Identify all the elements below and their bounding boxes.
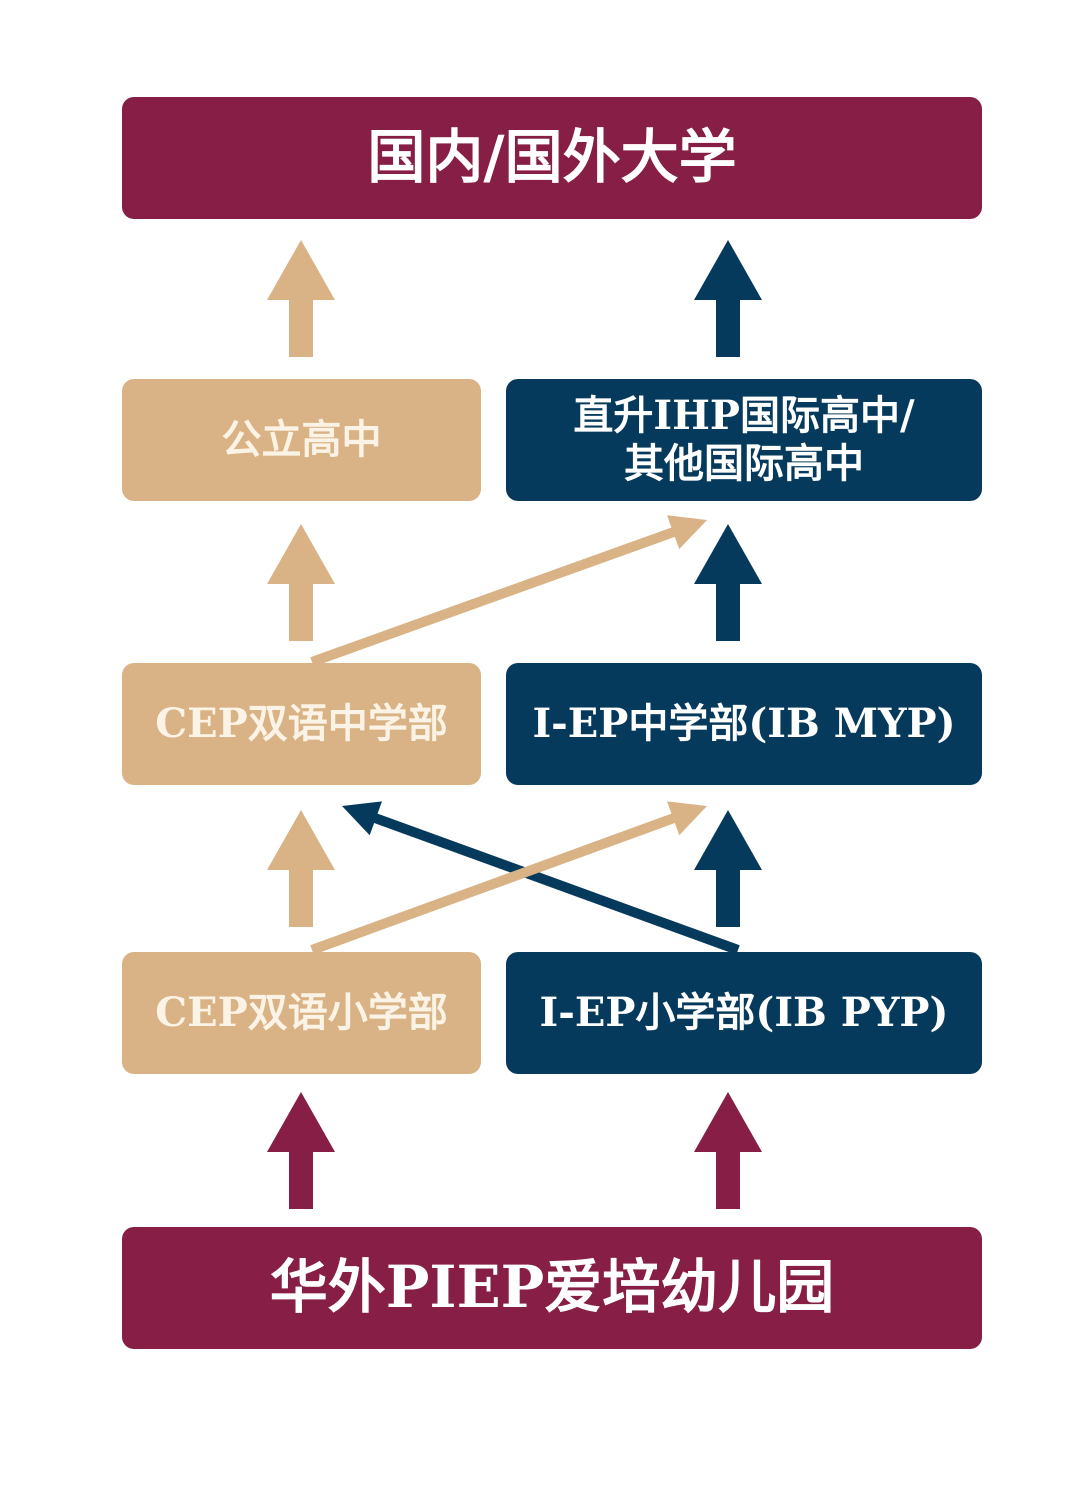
arrow-iep-middle-to-ihp: [694, 524, 762, 641]
node-ihp-high: 直升IHP国际高中/ 其他国际高中: [506, 379, 982, 501]
ihp-high-line2: 其他国际高中: [624, 440, 864, 487]
node-kindergarten: 华外PIEP爱培幼儿园: [122, 1227, 982, 1349]
node-university: 国内/国外大学: [122, 97, 982, 219]
arrow-iep-primary-to-cep-middle: [342, 801, 740, 955]
arrow-cep-primary-to-iep-middle: [310, 801, 707, 955]
node-cep-middle: CEP双语中学部: [122, 663, 481, 785]
arrow-cep-middle-to-public-high: [267, 524, 335, 641]
node-iep-middle: I-EP中学部(IB MYP): [506, 663, 982, 785]
ihp-high-line1: 直升IHP国际高中/: [573, 392, 915, 439]
arrow-cep-primary-to-cep-middle: [267, 810, 335, 927]
arrow-ihp-to-university: [694, 240, 762, 357]
node-cep-primary: CEP双语小学部: [122, 952, 481, 1074]
arrow-kindergarten-to-cep-primary: [267, 1092, 335, 1209]
node-public-high: 公立高中: [122, 379, 481, 501]
arrow-cep-middle-to-ihp: [310, 515, 707, 667]
arrow-public-high-to-university: [267, 240, 335, 357]
arrow-iep-primary-to-iep-middle: [694, 810, 762, 927]
node-iep-primary: I-EP小学部(IB PYP): [506, 952, 982, 1074]
arrow-kindergarten-to-iep-primary: [694, 1092, 762, 1209]
